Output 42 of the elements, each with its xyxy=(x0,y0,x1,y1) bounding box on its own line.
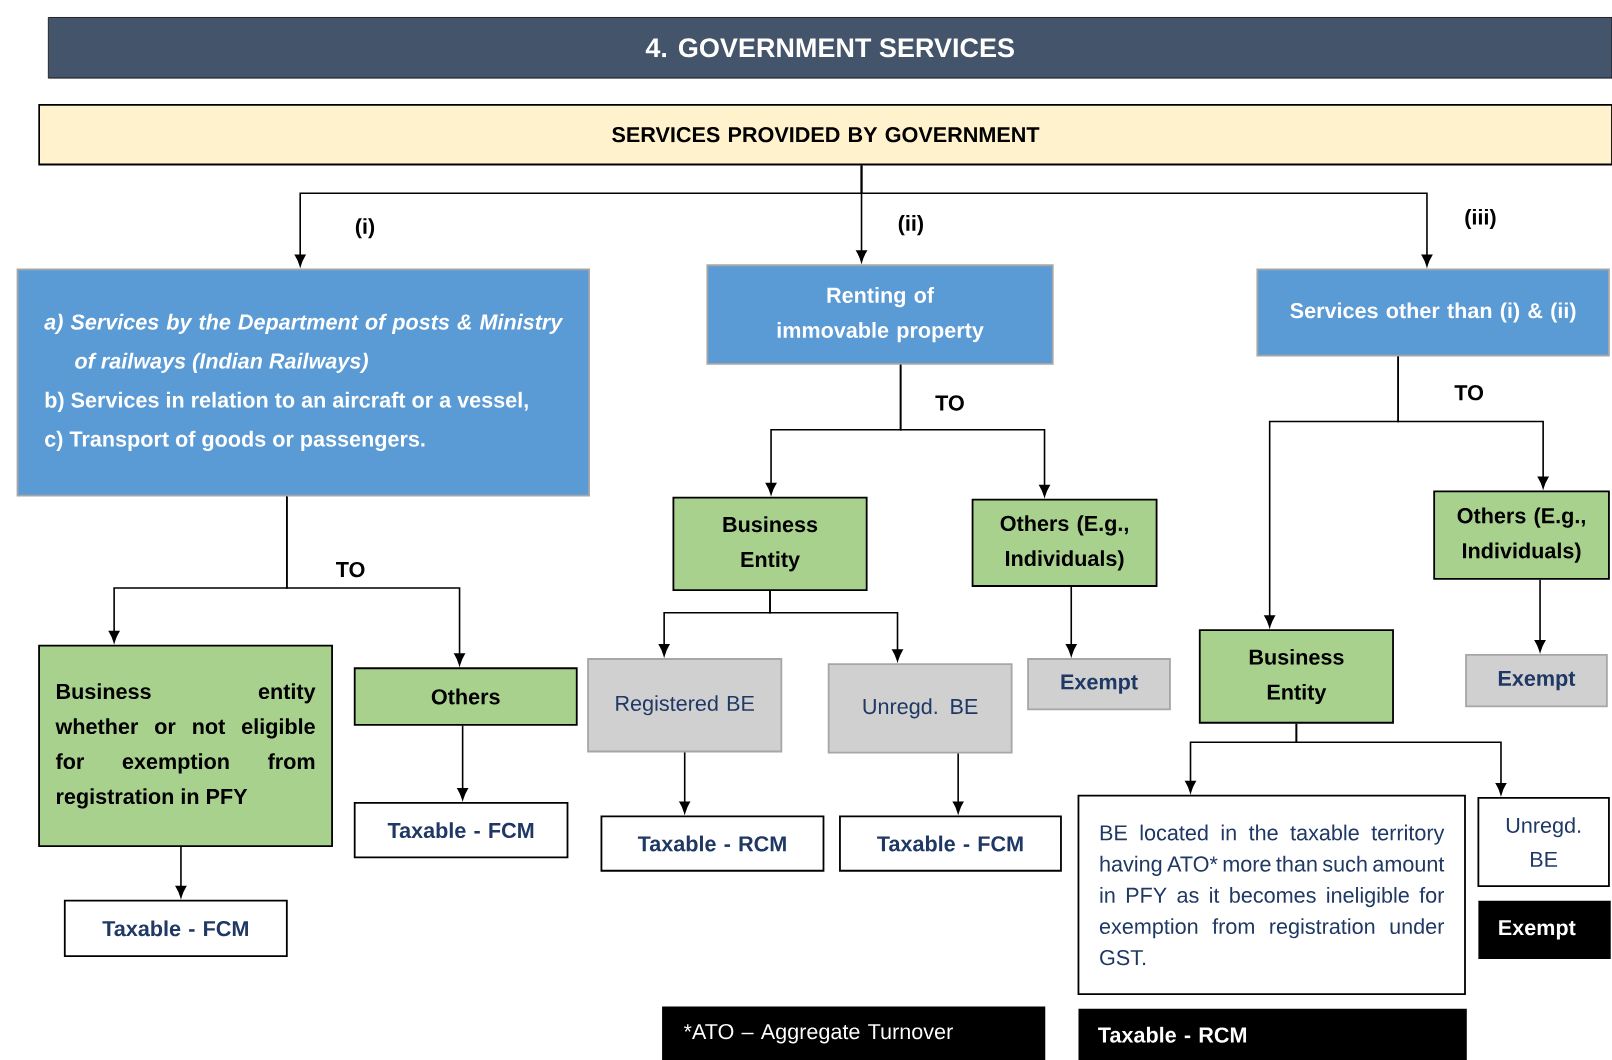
edge-label: (iii) xyxy=(1462,206,1499,232)
category-box: Business Entity xyxy=(672,496,868,592)
arrow xyxy=(860,164,1433,267)
arrow xyxy=(769,590,903,662)
arrow xyxy=(1534,578,1546,652)
category-box: Others (E.g., Individuals) xyxy=(1433,490,1610,580)
category-box: Business Entity xyxy=(1198,629,1394,724)
edge-label: TO xyxy=(1452,383,1486,403)
arrow xyxy=(175,846,187,898)
edge-label: TO xyxy=(933,393,967,413)
outcome-box: Taxable - RCM xyxy=(1078,1008,1467,1060)
outcome-box: Taxable - RCM xyxy=(600,815,825,872)
header-box: SERVICES PROVIDED BY GOVERNMENT xyxy=(38,104,1612,166)
arrow xyxy=(1295,722,1507,795)
service-box: Services other than (i) & (ii) xyxy=(1256,268,1610,357)
service-box: a) Services by the Department of posts & Ministry of railways (Indian Railways) b) Services in relation to an aircraft or a vessel, c) Transport of goods or passengers. xyxy=(16,268,590,497)
arrow xyxy=(457,724,468,800)
outcome-box: Taxable - FCM xyxy=(839,815,1062,872)
arrow xyxy=(679,751,690,814)
arrow xyxy=(952,752,964,814)
outcome-box: Taxable - FCM xyxy=(353,802,569,859)
note-box: BE located in the taxable territory having ATO* more than such amount in PFY as it becomes ineligible for exemption from registration under GST. xyxy=(1077,794,1466,996)
outcome-box: Taxable - FCM xyxy=(63,899,288,958)
outcome-box: Unregd. BE xyxy=(827,663,1013,754)
category-box: Others (E.g., Individuals) xyxy=(971,498,1158,587)
footnote-box: *ATO – Aggregate Turnover xyxy=(662,1006,1046,1060)
arrow xyxy=(1397,355,1549,489)
edge-label: (i) xyxy=(352,216,378,241)
outcome-box: Exempt xyxy=(1465,654,1608,708)
category-box: Others xyxy=(353,667,578,726)
service-box: Renting of immovable property xyxy=(706,264,1054,365)
outcome-box: Exempt xyxy=(1027,658,1171,711)
category-box: Business entity whether or not eligible for exemption from registration in PFY xyxy=(38,644,333,847)
arrow xyxy=(1065,586,1077,656)
edge-label: (ii) xyxy=(895,213,927,238)
arrow xyxy=(899,364,1050,497)
arrow xyxy=(286,495,465,666)
title-band: 4. GOVERNMENT SERVICES xyxy=(47,17,1612,79)
edge-label: TO xyxy=(333,559,368,580)
outcome-box: Registered BE xyxy=(587,658,783,753)
outcome-box: Exempt xyxy=(1478,900,1611,960)
outcome-box: Unregd. BE xyxy=(1477,796,1610,888)
